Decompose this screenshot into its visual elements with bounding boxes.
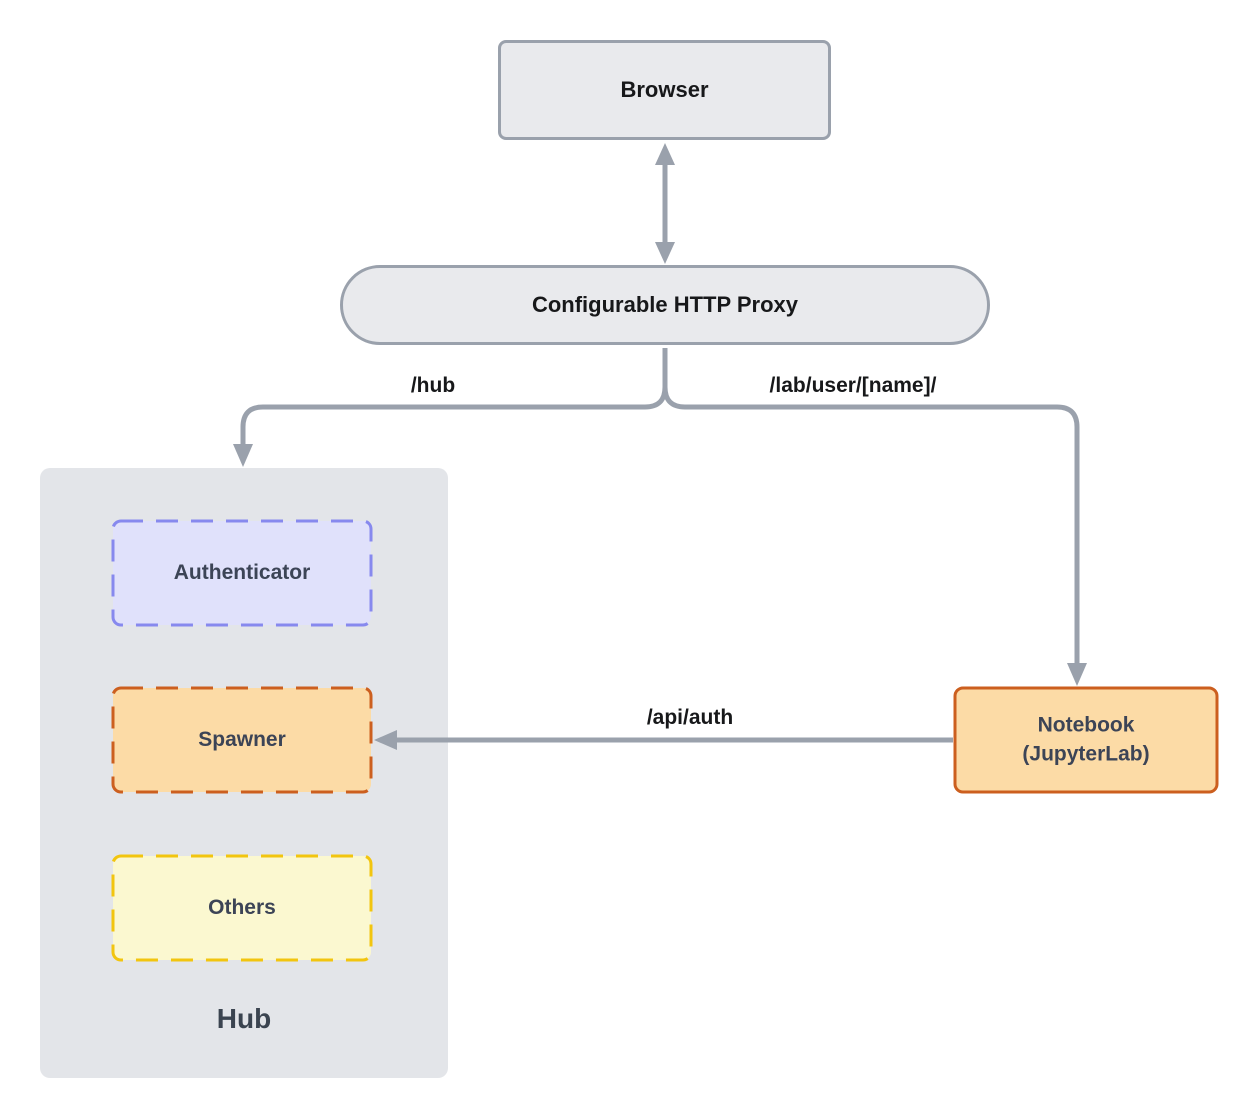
hub-container — [40, 468, 448, 1078]
authenticator-node-label: Authenticator — [173, 561, 311, 584]
arrowhead-up-icon — [655, 143, 675, 165]
notebook-label-line1: Notebook — [1037, 713, 1135, 737]
notebook-spawner-arrow — [374, 730, 953, 750]
arrowhead-down-icon — [1067, 663, 1087, 686]
proxy-hub-arrow — [233, 348, 668, 467]
hub-route-label: /hub — [410, 374, 456, 397]
hub-container-label: Hub — [216, 1003, 272, 1034]
spawner-node-label: Spawner — [198, 728, 286, 751]
configurable-http-proxy-node: Configurable HTTP Proxy — [340, 265, 990, 345]
others-node-label: Others — [208, 896, 276, 919]
proxy-notebook-arrow — [662, 348, 1087, 686]
api-auth-route-label: /api/auth — [646, 706, 734, 729]
proxy-node-label: Configurable HTTP Proxy — [531, 292, 799, 317]
notebook-label-line2: (JupyterLab) — [1022, 743, 1150, 766]
arrowhead-down-icon — [233, 444, 253, 467]
arrowhead-down-icon — [655, 242, 675, 264]
browser-node-label: Browser — [620, 77, 709, 102]
notebook-node-label: Notebook (JupyterLab) — [961, 711, 1211, 770]
browser-proxy-arrow — [655, 143, 675, 264]
browser-node: Browser — [498, 40, 831, 140]
lab-user-route-label: /lab/user/[name]/ — [769, 374, 937, 397]
